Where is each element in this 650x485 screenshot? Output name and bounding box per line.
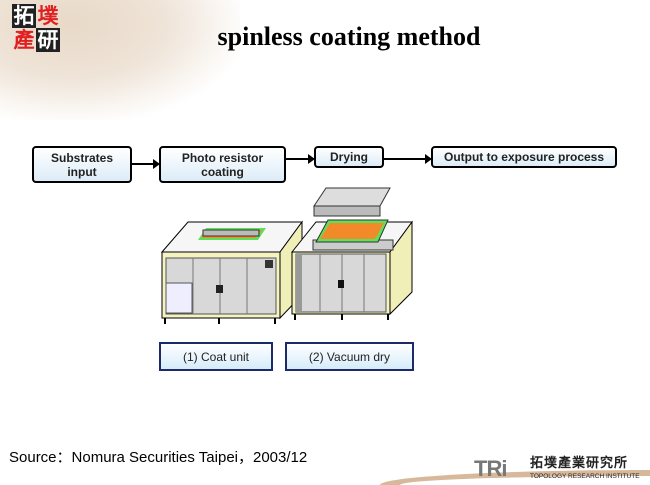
- coat-unit: [160, 220, 303, 324]
- step-substrates-input: Substrates input: [32, 146, 132, 183]
- logo-char: 研: [36, 28, 60, 52]
- map-background: [0, 0, 240, 120]
- step-photo-resistor-coating: Photo resistor coating: [159, 146, 286, 183]
- step-output-to-exposure: Output to exposure process: [431, 146, 617, 168]
- footer-swoosh-mask: [400, 476, 650, 485]
- arrow: [132, 159, 160, 169]
- source-note: Source：Nomura Securities Taipei，2003/12: [9, 449, 308, 466]
- tri-logo-en: TOPOLOGY RESEARCH INSTITUTE: [530, 473, 640, 480]
- step-drying: Drying: [314, 146, 384, 168]
- logo-char: 拓: [12, 4, 36, 28]
- logo-char: 產: [13, 28, 35, 52]
- coat-unit-label: (1) Coat unit: [159, 342, 273, 371]
- arrow: [286, 154, 315, 164]
- logo: 拓 墣 產 研: [12, 4, 60, 52]
- arrow: [384, 154, 432, 164]
- tri-logo-cn: 拓墣產業研究所: [530, 456, 629, 471]
- vacuum-dry-label: (2) Vacuum dry: [285, 342, 414, 371]
- logo-char: 墣: [37, 4, 59, 28]
- tri-logo: TRi: [474, 456, 507, 481]
- page-title: spinless coating method: [217, 22, 481, 51]
- vacuum-dry-unit: [290, 187, 413, 320]
